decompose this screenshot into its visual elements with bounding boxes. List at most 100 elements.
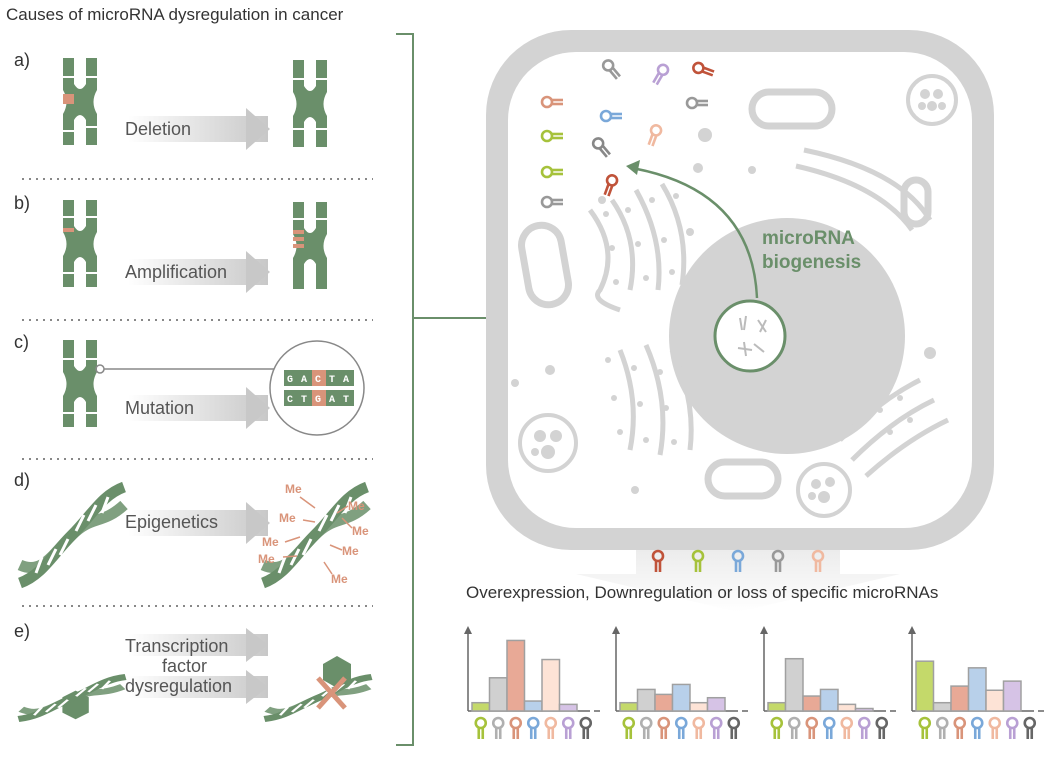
mirna-hairpin-icon [727, 716, 741, 741]
mirna-hairpin-icon [544, 716, 558, 741]
svg-text:T: T [343, 395, 349, 406]
biogenesis-label-1: microRNA [762, 228, 855, 249]
bar [767, 701, 787, 712]
bar [636, 688, 656, 712]
bar [819, 688, 839, 712]
svg-text:A: A [343, 375, 349, 386]
bar [671, 683, 691, 712]
mirna-hairpin-icon [935, 716, 949, 741]
dna-helix-icon [20, 487, 124, 583]
bar [706, 696, 726, 712]
panel-b: b) Amplification [14, 193, 327, 293]
panel-separators [22, 178, 373, 607]
svg-text:Me: Me [342, 544, 359, 558]
svg-text:T: T [329, 375, 335, 386]
bar [932, 701, 952, 712]
svg-text:T: T [301, 395, 307, 406]
mirna-hairpin-icon [509, 716, 523, 741]
mirna-hairpin-icon [1023, 716, 1037, 741]
panel-e-label-3: dysregulation [125, 676, 232, 696]
panel-d-label: Epigenetics [125, 512, 218, 532]
mirna-hairpin-icon [474, 716, 488, 741]
y-axis-arrow [760, 626, 768, 634]
mirna-hairpin-icon [918, 716, 932, 741]
mirna-hairpin-icon [526, 716, 540, 741]
panel-d-letter: d) [14, 470, 30, 490]
mirna-hairpin-icon [622, 716, 636, 741]
dna-sequence: G A C T A C T G A T [284, 370, 354, 406]
mirna-hairpin-icon [709, 716, 723, 741]
ribosomes [603, 193, 913, 445]
mirna-hairpin-icon [970, 716, 984, 741]
bar [558, 703, 578, 712]
expression-charts [464, 626, 1044, 741]
bar-chart-2 [612, 626, 748, 741]
bar-chart-3 [760, 626, 896, 741]
biogenesis-label-2: biogenesis [762, 252, 861, 273]
panel-a-letter: a) [14, 50, 30, 70]
svg-text:Me: Me [262, 535, 279, 549]
nucleus [669, 218, 905, 454]
bar [506, 639, 526, 712]
mirna-hairpin-icon [674, 716, 688, 741]
bar-chart-1 [464, 626, 600, 741]
bar [523, 700, 543, 712]
svg-text:Me: Me [348, 499, 365, 513]
y-axis-arrow [612, 626, 620, 634]
bar [802, 695, 822, 712]
svg-text:G: G [315, 395, 321, 406]
sequence-magnifier [269, 340, 365, 436]
svg-text:Me: Me [285, 482, 302, 496]
chromosome-icon [63, 200, 97, 287]
svg-text:A: A [301, 375, 307, 386]
panel-c-letter: c) [14, 332, 29, 352]
bar [488, 677, 508, 712]
bar [689, 701, 709, 712]
mirna-hairpin-icon [692, 716, 706, 741]
svg-text:A: A [329, 395, 335, 406]
panel-a-label: Deletion [125, 119, 191, 139]
mirna-hairpin-icon [770, 716, 784, 741]
biogenesis-arrow [631, 166, 759, 299]
panel-e-letter: e) [14, 621, 30, 641]
bar [619, 701, 639, 712]
vesicles [511, 74, 958, 518]
mirna-hairpin-icon [857, 716, 871, 741]
panel-b-letter: b) [14, 193, 30, 213]
bar [471, 701, 491, 712]
endoplasmic-reticulum [587, 147, 950, 478]
dna-helix-icon [18, 667, 125, 729]
output-arrow [576, 549, 900, 612]
panel-e: e) Transcription factor dysregulation [14, 621, 372, 729]
chromosome-icon [293, 60, 327, 147]
bar [967, 667, 987, 712]
mirna-hairpin-icon [657, 716, 671, 741]
mirna-hairpin-icon [579, 716, 593, 741]
bar-chart-4 [908, 626, 1044, 741]
bar [1002, 680, 1022, 712]
mirna-hairpin-icon [561, 716, 575, 741]
mirna-hairpin-icon [1005, 716, 1019, 741]
svg-text:G: G [287, 375, 293, 386]
chromosomes-icon [737, 315, 767, 357]
mitochondria [518, 88, 932, 500]
chromosome-icon [293, 202, 327, 289]
mirna-hairpin-icon [875, 716, 889, 741]
chromosome-icon [63, 58, 97, 145]
bar [854, 707, 874, 712]
svg-text:Me: Me [352, 524, 369, 538]
svg-text:Me: Me [258, 552, 275, 566]
mirna-hairpin-icon [805, 716, 819, 741]
panel-d: d) Epigenetics Me Me Me Me Me Me Me Me [14, 470, 369, 586]
mirna-hairpin-icon [639, 716, 653, 741]
bar [950, 685, 970, 712]
svg-text:Me: Me [279, 511, 296, 525]
bar [784, 657, 804, 712]
mirna-hairpin-icon [840, 716, 854, 741]
bar [915, 660, 935, 712]
panel-c-label: Mutation [125, 398, 194, 418]
bar [837, 703, 857, 712]
svg-text:C: C [287, 395, 293, 406]
y-axis-arrow [908, 626, 916, 634]
